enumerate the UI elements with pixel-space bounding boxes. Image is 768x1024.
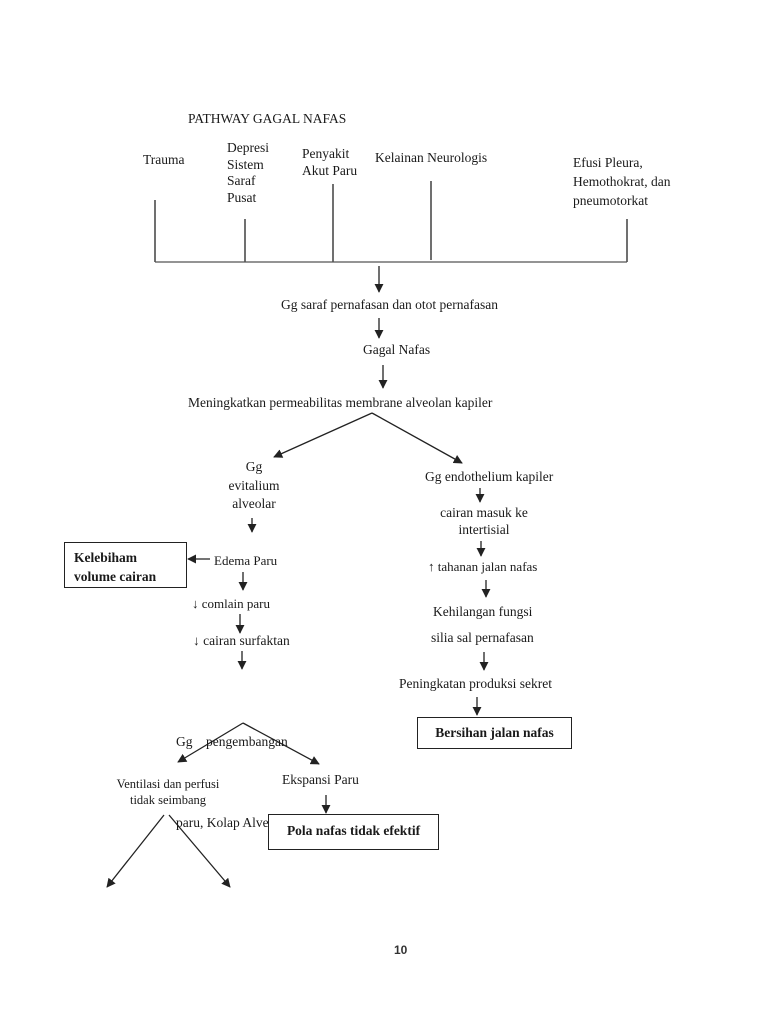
node-gg-saraf: Gg saraf pernafasan dan otot pernafasan	[281, 297, 499, 312]
node-meningkatkan: Meningkatkan permeabilitas membrane alve…	[188, 395, 493, 410]
node-silia-sal-pernafasan: silia sal pernafasan	[431, 630, 534, 645]
node-gg-endothelium: Gg endothelium kapiler	[425, 469, 554, 484]
box-pola-nafas-tidak-efektif: Pola nafas tidak efektif	[268, 814, 439, 850]
cause-efusi: Efusi Pleura, Hemothokrat, dan pneumotor…	[573, 155, 671, 208]
box-kelebihan-volume-cairan: Kelebiham volume cairan	[64, 542, 187, 588]
node-ekspansi-paru: Ekspansi Paru	[282, 772, 359, 787]
node-cairan-masuk: cairan masuk ke intertisial	[440, 505, 528, 537]
box-bersihan-jalan-nafas: Bersihan jalan nafas	[417, 717, 572, 749]
node-peningkatan-sekret: Peningkatan produksi sekret	[399, 676, 552, 691]
cause-penyakit: Penyakit Akut Paru	[302, 146, 358, 178]
node-comlain-paru: ↓ comlain paru	[192, 596, 270, 611]
cause-depresi: Depresi Sistem Saraf Pusat	[227, 140, 269, 205]
node-kehilangan-fungsi: Kehilangan fungsi	[433, 604, 533, 619]
node-ventilasi-perfusi: Ventilasi dan perfusi tidak seimbang	[116, 777, 220, 807]
arrow-ventilasi-left	[106, 814, 165, 888]
arrow-to-ventilasi	[177, 722, 244, 763]
node-gg-evitalium: Gg evitalium alveolar	[228, 459, 280, 511]
arrow-to-gg-endothelium	[371, 412, 463, 464]
node-cairan-surfaktan: ↓ cairan surfaktan	[193, 633, 290, 648]
arrow-ventilasi-right	[168, 814, 231, 888]
cause-kelainan: Kelainan Neurologis	[375, 150, 488, 165]
page-number: 10	[394, 943, 408, 957]
arrow-to-gg-evitalium	[273, 412, 373, 458]
diagram-title: PATHWAY GAGAL NAFAS	[188, 111, 347, 126]
cause-trauma: Trauma	[143, 152, 185, 167]
node-tahanan-jalan-nafas: ↑ tahanan jalan nafas	[428, 559, 538, 574]
node-gagal-nafas: Gagal Nafas	[363, 342, 431, 357]
node-edema-paru: Edema Paru	[214, 553, 278, 568]
arrow-to-ekspansi	[242, 722, 320, 765]
